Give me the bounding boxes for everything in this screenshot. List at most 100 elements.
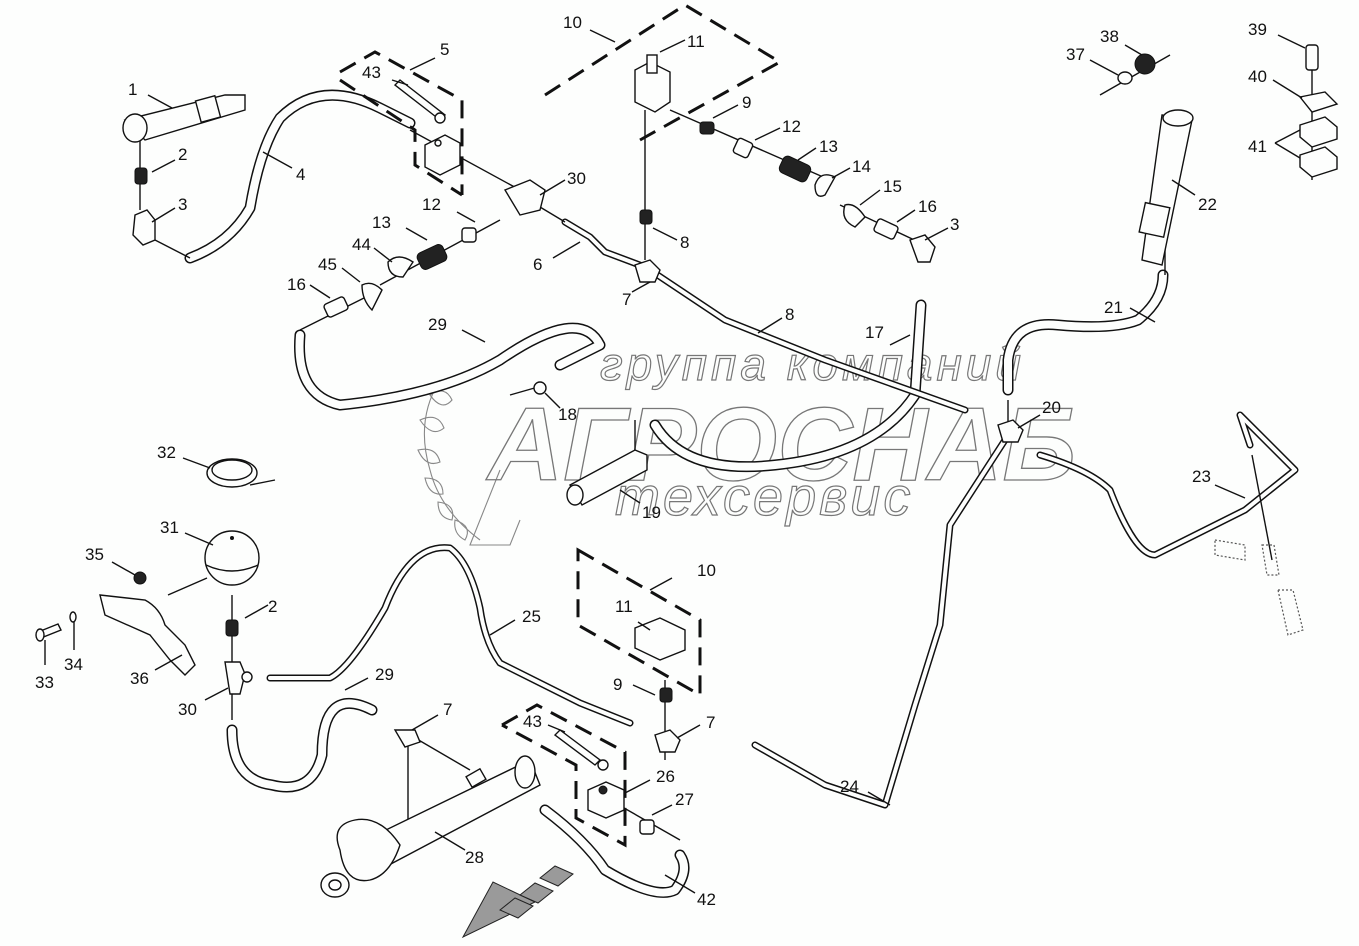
pipe-23	[1036, 411, 1299, 559]
label-8-pipe: 8	[785, 305, 794, 324]
part-7-tee-left	[393, 729, 421, 748]
pipe-8	[646, 266, 969, 414]
label-9: 9	[742, 93, 751, 112]
part-19-block	[566, 449, 648, 506]
label-10: 10	[563, 13, 582, 32]
label-2-lower: 2	[268, 597, 277, 616]
label-7-lower: 7	[706, 713, 715, 732]
label-25: 25	[522, 607, 541, 626]
pipe-6	[561, 218, 649, 271]
part-35-nut	[133, 571, 147, 585]
label-5: 5	[440, 40, 449, 59]
part-28-cylinder	[320, 755, 541, 898]
part-16-fitting-left	[323, 296, 349, 318]
hose-29-upper	[294, 322, 606, 411]
group-box-5	[339, 50, 464, 197]
label-7: 7	[622, 290, 631, 309]
label-13: 13	[819, 137, 838, 156]
label-18: 18	[558, 405, 577, 424]
forward-direction-arrow	[461, 865, 574, 939]
part-31-accumulator	[204, 530, 260, 586]
label-1: 1	[128, 80, 137, 99]
label-14: 14	[852, 157, 871, 176]
part-22-pin	[1138, 109, 1194, 266]
part-40-plate	[1298, 91, 1339, 113]
label-13-left: 13	[372, 213, 391, 232]
part-30-tee-top	[503, 179, 546, 216]
group-box-10-bottom	[576, 547, 702, 698]
label-23: 23	[1192, 467, 1211, 486]
label-17: 17	[865, 323, 884, 342]
label-44: 44	[352, 235, 371, 254]
label-27: 27	[675, 790, 694, 809]
part-16-fitting-right	[873, 218, 899, 240]
label-21: 21	[1104, 298, 1123, 317]
label-7-left: 7	[443, 700, 452, 719]
label-19: 19	[642, 503, 661, 522]
label-26: 26	[656, 767, 675, 786]
label-9-lower: 9	[613, 675, 622, 694]
label-6: 6	[533, 255, 542, 274]
label-12-left: 12	[422, 195, 441, 214]
group-box-43-bottom	[501, 703, 627, 848]
label-15: 15	[883, 177, 902, 196]
part-7-tee-bottom	[654, 729, 681, 753]
hose-4	[184, 89, 416, 264]
label-20: 20	[1042, 398, 1061, 417]
label-12: 12	[782, 117, 801, 136]
hose-29-lower	[226, 697, 378, 793]
label-40: 40	[1248, 67, 1267, 86]
label-3: 3	[178, 195, 187, 214]
label-leaders	[44, 29, 1306, 894]
part-43-lever-top	[393, 79, 447, 124]
label-28: 28	[465, 848, 484, 867]
part-20-tee	[997, 419, 1024, 443]
pipe-24	[751, 436, 1009, 809]
watermark: группа компаний АГРОСНАБ техсервис	[417, 337, 1077, 546]
part-3-elbow-right	[909, 234, 936, 263]
watermark-line-3: техсервис	[615, 467, 913, 527]
part-12-nut-left	[461, 227, 477, 243]
label-30: 30	[567, 169, 586, 188]
label-38: 38	[1100, 27, 1119, 46]
label-39: 39	[1248, 20, 1267, 39]
label-2: 2	[178, 145, 187, 164]
label-43-lower: 43	[523, 712, 542, 731]
label-30-lower: 30	[178, 700, 197, 719]
label-33: 33	[35, 673, 54, 692]
label-29-lower: 29	[375, 665, 394, 684]
label-11-lower: 11	[615, 597, 633, 616]
part-36-bracket	[99, 594, 196, 676]
watermark-line-1: группа компаний	[600, 338, 1025, 390]
part-43-lever-bottom	[553, 729, 609, 771]
part-38-nut	[1134, 53, 1156, 75]
part-27-nut	[639, 819, 655, 835]
part-44-cap	[387, 256, 414, 278]
label-37: 37	[1066, 45, 1085, 64]
part-2-fitting-bottom	[225, 619, 239, 637]
label-4: 4	[296, 165, 305, 184]
label-11: 11	[687, 32, 705, 51]
label-34: 34	[64, 655, 83, 674]
label-16: 16	[918, 197, 937, 216]
part-9-fitting	[699, 121, 715, 135]
part-valve-block-5	[424, 134, 461, 176]
label-43: 43	[362, 63, 381, 82]
label-42: 42	[697, 890, 716, 909]
label-45: 45	[318, 255, 337, 274]
part-39-bolt	[1305, 44, 1319, 71]
label-8: 8	[680, 233, 689, 252]
part-23-ghost-mount	[1214, 539, 1304, 636]
part-30-tee-bottom	[224, 661, 253, 695]
label-16-left: 16	[287, 275, 306, 294]
part-1-pin	[122, 94, 246, 143]
pipe-25	[266, 544, 634, 727]
label-36: 36	[130, 669, 149, 688]
part-41-clamp	[1299, 116, 1338, 178]
part-13-coupler-left	[416, 244, 448, 270]
label-29: 29	[428, 315, 447, 334]
label-3-right: 3	[950, 215, 959, 234]
hose-17	[649, 299, 927, 473]
label-10-lower: 10	[697, 561, 716, 580]
